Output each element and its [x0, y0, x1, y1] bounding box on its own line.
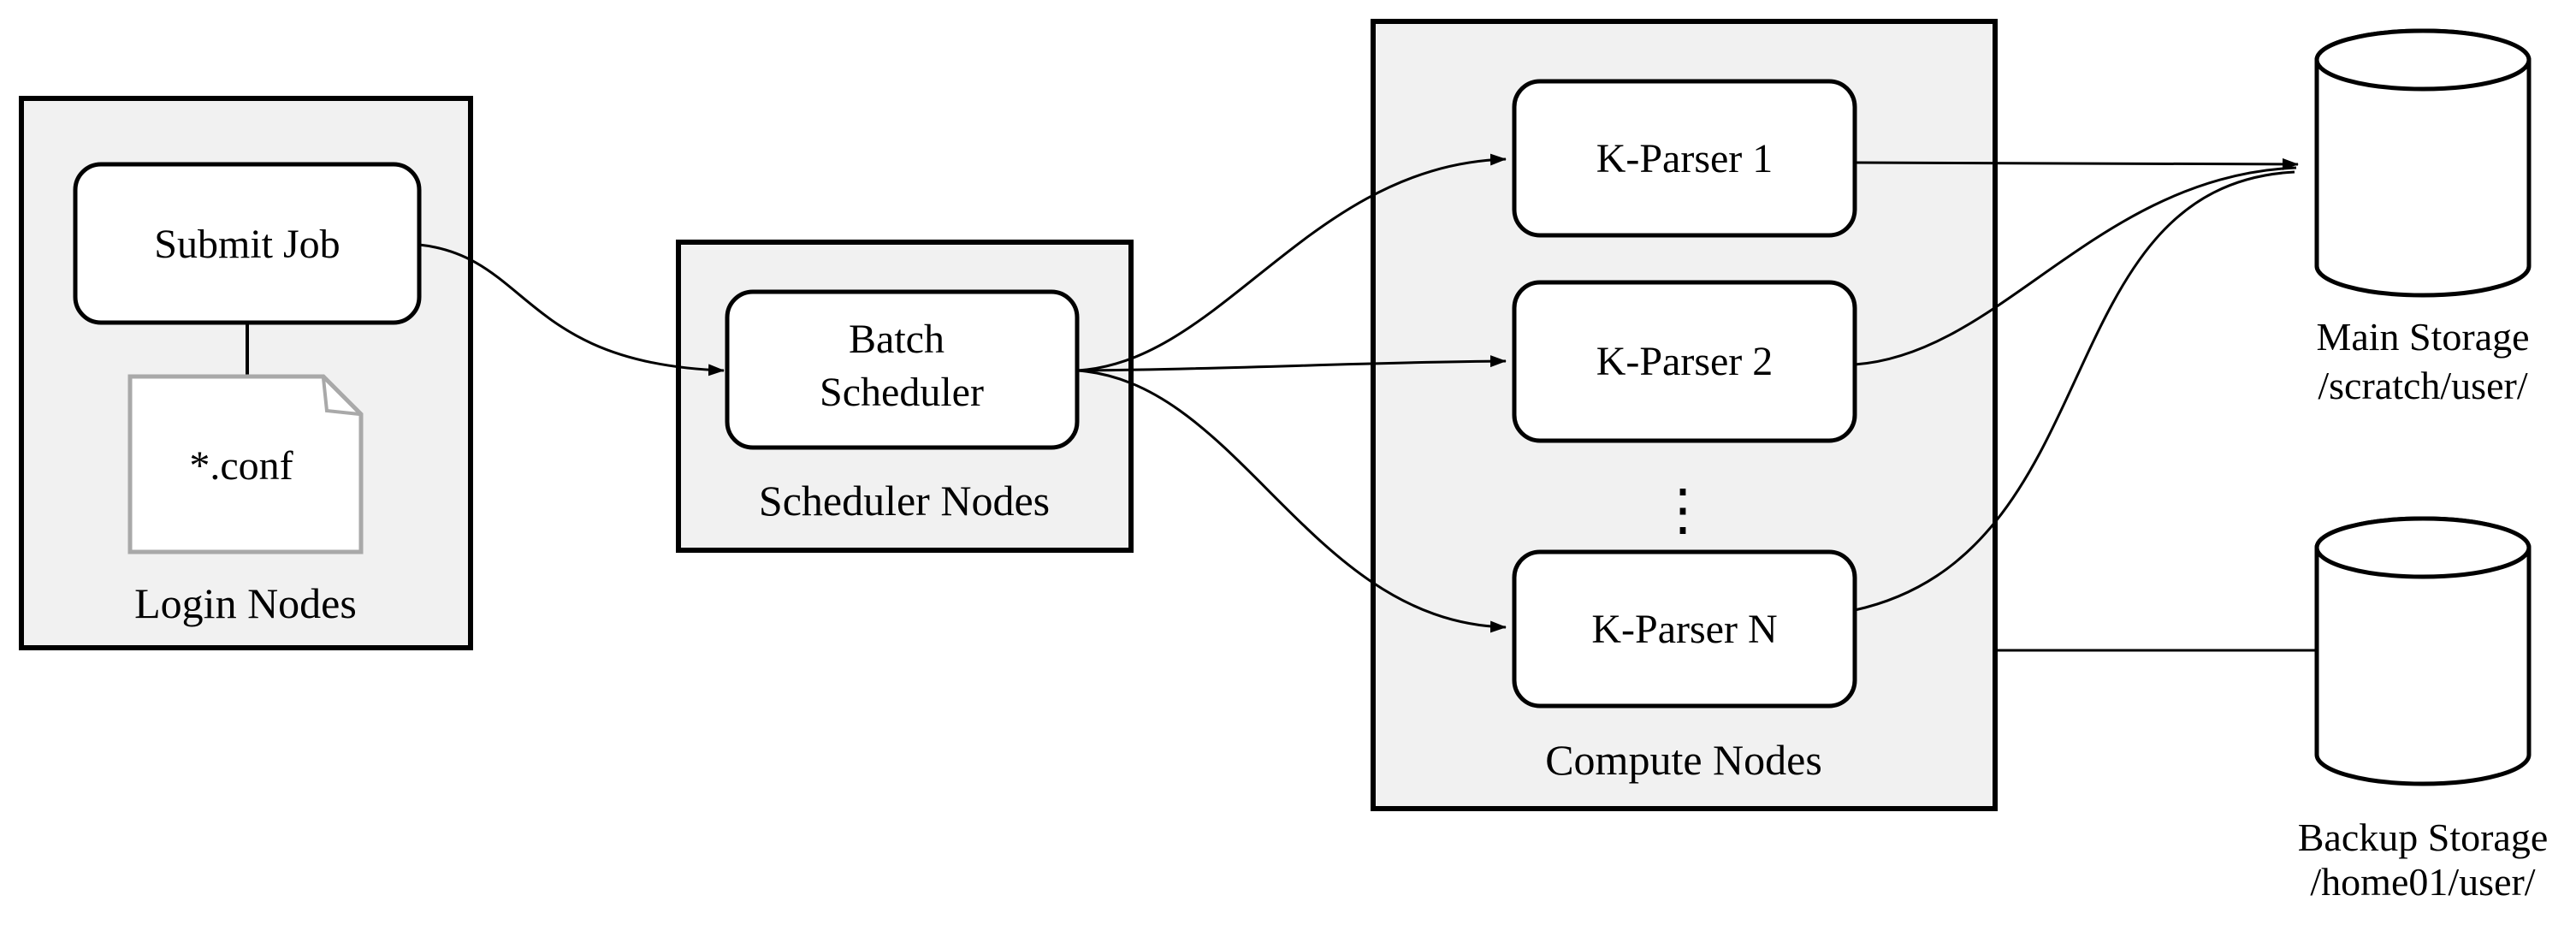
node-label-kparser-1: K-Parser 1 [1596, 136, 1774, 181]
vertical-ellipsis-more-parsers: ⋮ [1655, 479, 1711, 542]
node-submit-job [73, 162, 422, 325]
edge-kparser-2-to-main-storage [1854, 166, 2297, 366]
edge-kparser-n-to-main-storage [1854, 170, 2295, 612]
edge-batch-scheduler-to-kparser-n [1076, 369, 1507, 633]
node-label-batch-scheduler: Batch Scheduler [820, 317, 984, 415]
node-kparser-2 [1512, 280, 1857, 443]
batch-scheduler-line1: Batch [849, 317, 945, 362]
main-storage-cylinder-top-icon [2314, 28, 2532, 92]
node-label-submit-job: Submit Job [154, 222, 340, 267]
label-backup-storage-name: Backup Storage [2298, 815, 2549, 859]
backup-storage-cylinder-top-icon [2314, 516, 2532, 579]
edge-submit-job-to-batch-scheduler [418, 243, 725, 377]
batch-scheduler-line2: Scheduler [820, 370, 984, 415]
node-kparser-1 [1512, 79, 1857, 238]
node-kparser-n [1512, 549, 1857, 709]
node-label-conf-file: *.conf [189, 443, 293, 489]
group-label-scheduler-nodes: Scheduler Nodes [759, 477, 1050, 525]
node-label-kparser-n: K-Parser N [1591, 607, 1777, 652]
group-label-compute-nodes: Compute Nodes [1545, 736, 1822, 784]
group-label-login-nodes: Login Nodes [134, 579, 357, 627]
node-batch-scheduler [725, 289, 1080, 450]
conf-document-fold-icon [322, 377, 360, 416]
conf-document-icon [127, 374, 364, 554]
edge-batch-scheduler-to-kparser-1 [1076, 153, 1507, 372]
label-backup-storage-path: /home01/user/ [2310, 860, 2535, 904]
label-main-storage-name: Main Storage [2316, 315, 2529, 359]
node-label-kparser-2: K-Parser 2 [1596, 339, 1774, 384]
edge-kparser-1-to-main-storage [1854, 157, 2299, 170]
label-main-storage-path: /scratch/user/ [2318, 364, 2527, 407]
edge-batch-scheduler-to-kparser-2 [1076, 355, 1507, 372]
